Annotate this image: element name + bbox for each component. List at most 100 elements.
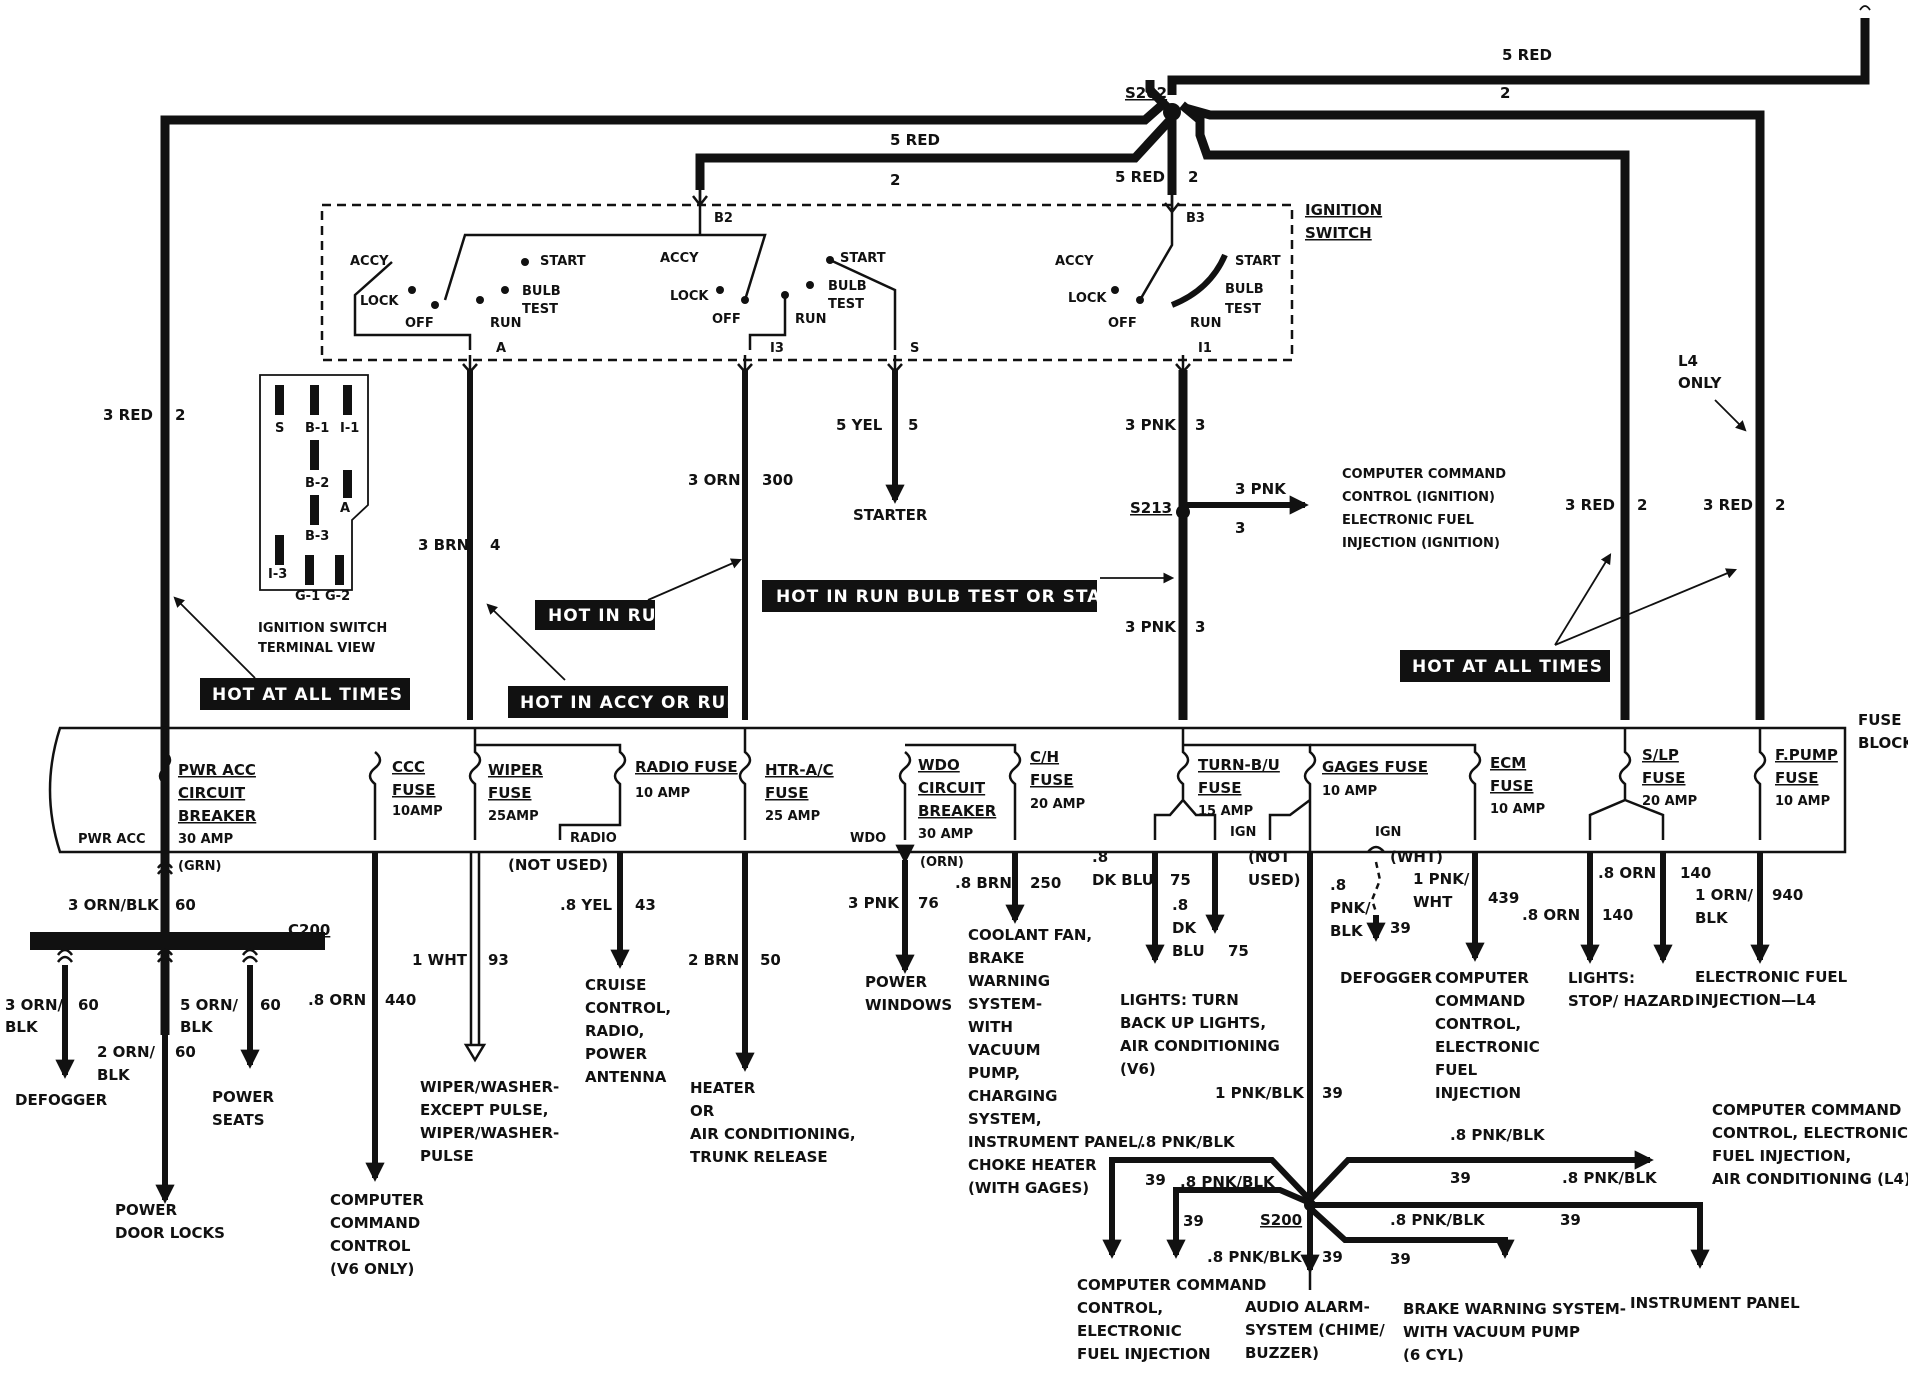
dest-label: WINDOWS	[865, 996, 952, 1014]
dest-label: FUEL INJECTION,	[1712, 1147, 1851, 1165]
terminal-label: B3	[1186, 211, 1205, 226]
wire-label: 39	[1145, 1171, 1166, 1189]
pos-bulb: BULB	[1225, 282, 1264, 297]
terminal-label: IGN	[1375, 825, 1401, 840]
wire-label: 43	[635, 896, 656, 914]
pin-label: B-2	[305, 476, 329, 491]
wire-label: 60	[78, 996, 99, 1014]
fuse-name: CIRCUIT	[918, 779, 986, 797]
dest-label: PULSE	[420, 1147, 474, 1165]
wire-label: .8 ORN	[308, 991, 366, 1009]
fuse-name: C/H	[1030, 748, 1059, 766]
wire-label: 39	[1322, 1084, 1343, 1102]
dest-label: BRAKE	[968, 949, 1024, 967]
dest-label: CONTROL	[330, 1237, 411, 1255]
wire-label: 3 RED	[1565, 496, 1615, 514]
wire-label: .8 PNK/BLK	[1562, 1169, 1658, 1187]
fuse-rating: 10 AMP	[1775, 794, 1830, 809]
fuse-rating: 20 AMP	[1030, 797, 1085, 812]
wire-label: 39	[1390, 919, 1411, 937]
wire-label: 3	[1195, 618, 1205, 636]
wire-label: 2 BRN	[688, 951, 739, 969]
dest-label: INJECTION	[1435, 1084, 1521, 1102]
svg-text:HOT AT ALL TIMES: HOT AT ALL TIMES	[1412, 657, 1603, 677]
fuse-block-title: FUSE	[1858, 711, 1901, 729]
pos-run: RUN	[490, 316, 521, 331]
wire-label: .8	[1172, 896, 1188, 914]
wire-label: 3 RED	[1703, 496, 1753, 514]
fuse-name: FUSE	[392, 781, 435, 799]
ignition-switch-title: IGNITION	[1305, 201, 1382, 219]
fuse-name: HTR-A/C	[765, 761, 834, 779]
dest-label: CHOKE HEATER	[968, 1156, 1097, 1174]
pos-bulb: BULB	[828, 279, 867, 294]
dest-label: INSTRUMENT PANEL/	[968, 1133, 1144, 1151]
svg-text:HOT IN ACCY OR RUN: HOT IN ACCY OR RUN	[520, 693, 742, 713]
fuse-name: GAGES FUSE	[1322, 758, 1428, 776]
hot-in-run-bulb-test-or-start: HOT IN RUN BULB TEST OR START	[762, 580, 1126, 612]
pin-label: B-1	[305, 421, 329, 436]
wire-note: (ORN)	[920, 855, 964, 870]
wire-label: .8	[1330, 876, 1346, 894]
dest-label: COMMAND	[330, 1214, 420, 1232]
pin-label: B-3	[305, 529, 329, 544]
dest-label: SYSTEM (CHIME/	[1245, 1321, 1385, 1339]
terminal-label: WDO	[850, 831, 886, 846]
hot-all-times-right: HOT AT ALL TIMES	[1400, 650, 1610, 682]
fuse-rating: 25 AMP	[765, 809, 820, 824]
wire-label: BLU	[1172, 942, 1205, 960]
wire-label: 1 WHT	[412, 951, 468, 969]
fuse-name: WIPER	[488, 761, 543, 779]
dest-label: DOOR LOCKS	[115, 1224, 225, 1242]
l4-label: L4	[1678, 352, 1698, 370]
wire-label: DK BLU	[1092, 871, 1154, 889]
dest-label: RADIO,	[585, 1022, 644, 1040]
fuse-name: FUSE	[765, 784, 808, 802]
wire-label: WHT	[1413, 893, 1453, 911]
dest-label: COMMAND	[1435, 992, 1525, 1010]
fuse-name: CIRCUIT	[178, 784, 246, 802]
dest-label: OR	[690, 1102, 715, 1120]
wire-label: 3 RED	[103, 406, 153, 424]
wire-note: (NOT USED)	[508, 856, 608, 874]
wire-label: 2	[1500, 84, 1510, 102]
splice-label: S213	[1130, 499, 1172, 517]
wire-label: 440	[385, 991, 416, 1009]
wire-label: 5 RED	[1502, 46, 1552, 64]
wire-label: 140	[1602, 906, 1633, 924]
pos-accy: ACCY	[350, 254, 389, 269]
wire-label: 4	[490, 536, 500, 554]
dest-label: COMPUTER	[330, 1191, 424, 1209]
fuse-rating: 20 AMP	[1642, 794, 1697, 809]
dest-label: WARNING	[968, 972, 1050, 990]
wire-note: (NOT	[1248, 848, 1291, 866]
dest-label: FUEL INJECTION	[1077, 1345, 1211, 1363]
wire-label: 1 PNK/BLK	[1215, 1084, 1305, 1102]
switch-outputs: 3 RED 2 3 BRN 4 3 ORN 300 5 YEL 5 STARTE…	[103, 185, 1785, 720]
wire-label: 5 ORN/	[180, 996, 239, 1014]
wire-label: 50	[760, 951, 781, 969]
pin-label: G-2	[325, 589, 350, 604]
fuse-name: BREAKER	[918, 802, 997, 820]
starter-label: STARTER	[853, 506, 928, 524]
dest-label: INJECTION—L4	[1695, 991, 1816, 1009]
fuse-name: S/LP	[1642, 746, 1679, 764]
dest-label: CONTROL,	[1077, 1299, 1163, 1317]
terminal-label: B2	[714, 211, 733, 226]
pos-bulb: BULB	[522, 284, 561, 299]
ignition-switch: IGNITION SWITCH B2 B3 ACCY LOCK OFF RUN …	[320, 190, 1382, 362]
dest-label: COMPUTER COMMAND	[1342, 467, 1506, 482]
wire-label: 5 RED	[1115, 168, 1165, 186]
fuse-rating: 10 AMP	[1490, 802, 1545, 817]
wire-label: 2	[1775, 496, 1785, 514]
fuse-rating: 15 AMP	[1198, 804, 1253, 819]
pos-run: RUN	[1190, 316, 1221, 331]
pin-label: I-3	[268, 567, 287, 582]
splice-label: S200	[1260, 1211, 1302, 1229]
pos-accy: ACCY	[660, 251, 699, 266]
dest-label: HEATER	[690, 1079, 756, 1097]
wire-label: 39	[1183, 1212, 1204, 1230]
fuse-rating: 25AMP	[488, 809, 539, 824]
dest-label: FUEL	[1435, 1061, 1478, 1079]
